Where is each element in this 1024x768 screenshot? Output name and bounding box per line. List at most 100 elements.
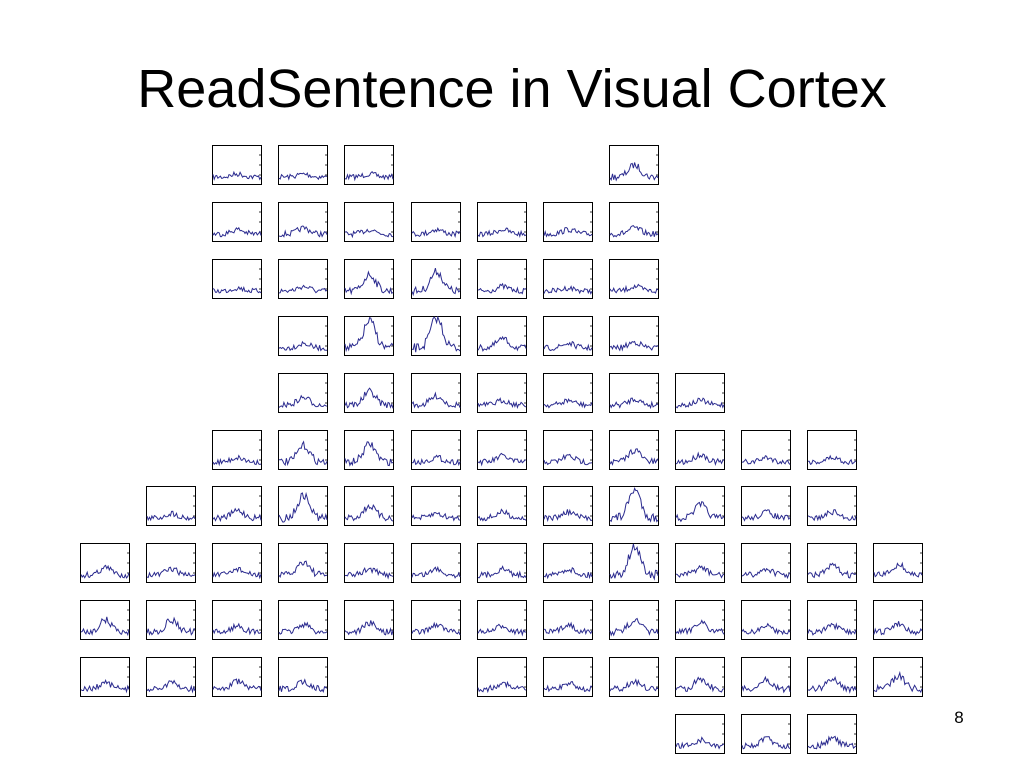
panel-frame — [212, 657, 262, 697]
time-course-trace — [212, 170, 262, 181]
time-course-trace — [609, 225, 659, 238]
voxel-panel — [477, 373, 527, 413]
voxel-panel — [278, 259, 328, 299]
voxel-panel — [609, 202, 659, 242]
voxel-panel — [344, 259, 394, 299]
voxel-panel — [609, 600, 659, 640]
voxel-panel — [543, 316, 593, 356]
voxel-panel — [543, 543, 593, 583]
voxel-panel — [477, 259, 527, 299]
time-course-trace — [411, 267, 461, 297]
time-course-trace — [278, 678, 328, 693]
voxel-panel — [344, 145, 394, 185]
voxel-panel — [609, 430, 659, 470]
voxel-panel — [675, 543, 725, 583]
time-course-trace — [609, 617, 659, 637]
time-course-trace — [873, 561, 923, 578]
time-course-trace — [675, 397, 725, 409]
time-course-trace — [543, 226, 593, 238]
panel-frame — [675, 486, 725, 526]
time-course-trace — [808, 454, 857, 466]
time-course-trace — [212, 226, 262, 238]
voxel-panel — [477, 316, 527, 356]
slide-title: ReadSentence in Visual Cortex — [137, 59, 887, 119]
panel-frame — [609, 430, 659, 470]
panel-frame — [873, 600, 923, 640]
voxel-panel — [344, 543, 394, 583]
time-course-trace — [675, 619, 725, 636]
time-course-trace — [278, 284, 328, 294]
time-course-trace — [741, 567, 791, 580]
time-course-trace — [742, 455, 791, 465]
time-course-trace — [344, 317, 394, 353]
voxel-panel — [344, 486, 394, 526]
time-course-trace — [741, 622, 791, 636]
voxel-panel — [609, 259, 659, 299]
time-course-trace — [278, 225, 328, 238]
panel-frame — [675, 657, 725, 697]
time-course-trace — [344, 387, 394, 409]
time-course-trace — [80, 616, 130, 637]
voxel-panel — [80, 600, 130, 640]
time-course-trace — [543, 285, 593, 295]
panel-frame — [411, 430, 461, 470]
time-course-trace — [212, 507, 262, 523]
time-course-trace — [477, 565, 527, 579]
voxel-panel — [344, 202, 394, 242]
time-course-trace — [212, 285, 262, 294]
time-course-trace — [411, 511, 461, 522]
voxel-panel — [807, 600, 857, 640]
voxel-panel — [807, 657, 857, 697]
voxel-panel — [873, 657, 923, 697]
panel-frame — [411, 600, 461, 640]
voxel-panel — [807, 714, 857, 754]
time-course-trace — [543, 508, 593, 523]
time-course-trace — [411, 316, 461, 353]
voxel-panel — [278, 430, 328, 470]
voxel-panel — [278, 657, 328, 697]
time-course-trace — [741, 675, 791, 694]
panel-frame — [411, 543, 461, 583]
time-course-trace — [807, 622, 857, 636]
voxel-panel — [543, 259, 593, 299]
time-course-trace — [477, 623, 526, 637]
panel-frame — [212, 600, 262, 640]
voxel-panel — [807, 486, 857, 526]
panel-frame — [278, 600, 328, 640]
panel-frame — [80, 657, 130, 697]
voxel-panel — [80, 543, 130, 583]
time-course-trace — [344, 170, 394, 182]
time-course-trace — [212, 678, 262, 692]
voxel-panel — [411, 373, 461, 413]
voxel-panel — [543, 600, 593, 640]
time-course-trace — [807, 675, 857, 694]
time-course-trace — [543, 453, 593, 466]
panel-frame — [609, 316, 659, 356]
panel-frame — [411, 202, 461, 242]
voxel-panel — [609, 657, 659, 697]
voxel-panel — [146, 657, 196, 697]
voxel-panel — [675, 486, 725, 526]
voxel-panel — [146, 600, 196, 640]
voxel-panel — [212, 430, 262, 470]
voxel-panel — [212, 600, 262, 640]
panel-frame — [477, 430, 527, 470]
voxel-panel — [873, 600, 923, 640]
time-course-trace — [873, 670, 923, 694]
time-course-trace — [609, 448, 659, 466]
time-course-trace — [807, 735, 857, 750]
time-course-trace — [609, 678, 659, 692]
voxel-panel — [212, 657, 262, 697]
time-course-trace — [344, 566, 394, 580]
voxel-panel — [675, 714, 725, 754]
panel-frame — [675, 600, 725, 640]
voxel-panel — [411, 543, 461, 583]
time-course-trace — [278, 394, 328, 409]
panel-frame — [675, 543, 725, 583]
voxel-panel — [344, 316, 394, 356]
panel-frame — [212, 543, 262, 583]
voxel-panel — [873, 543, 923, 583]
time-course-trace — [543, 681, 593, 693]
voxel-panel — [146, 543, 196, 583]
